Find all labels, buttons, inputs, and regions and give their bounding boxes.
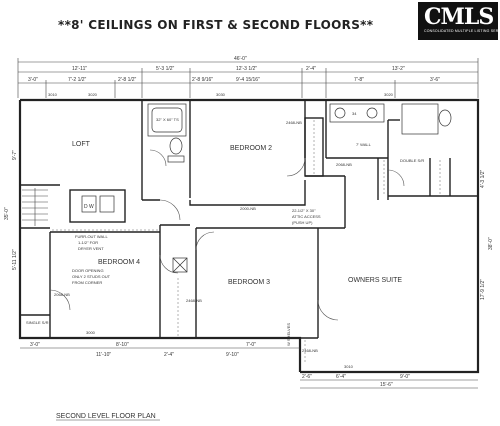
logo-subtext: CONSOLIDATED MULTIPLE LISTING SERVICE — [424, 29, 500, 33]
note-attic-1: 22-1/2" X 30" — [292, 208, 316, 213]
note-attic-3: (PUSH UP) — [292, 220, 313, 225]
cmls-logo: CMLS CONSOLIDATED MULTIPLE LISTING SERVI… — [418, 2, 500, 40]
note-furr-out-3: DRYER VENT — [78, 246, 104, 251]
interior-walls — [20, 100, 478, 365]
dim-bot-h: 6'-4" — [336, 374, 346, 380]
dim-top-c: 12'-3 1/2" — [236, 66, 257, 72]
door-tag-2468-c: 2468-NB — [302, 348, 318, 353]
dim-bot-a: 3'-0" — [30, 342, 40, 348]
note-single-sr: SINGLE S/R — [26, 320, 49, 325]
dim-bot-d: 2'-4" — [164, 352, 174, 358]
dim-bot-i: 9'-0" — [400, 374, 410, 380]
note-dryer-washer: D W — [84, 204, 94, 210]
dim-bot-f: 7'-0" — [246, 342, 256, 348]
note-door-2: ONLY 2 STUDS OUT — [72, 274, 111, 279]
dim-left-total: 35'-0" — [4, 207, 10, 220]
window-3010-a: 3010 — [48, 92, 58, 97]
dim-bot-b: 8'-10" — [116, 342, 129, 348]
door-tag-2468-a: 2468-NB — [286, 120, 302, 125]
window-3030-a: 3030 — [216, 92, 226, 97]
dim-top-a: 12'-11" — [72, 66, 87, 72]
note-furr-out-1: FURR-OUT WALL — [75, 234, 108, 239]
lav-34: 34 — [352, 111, 357, 116]
note-tub-size: 32" X 60" TS — [156, 117, 179, 122]
top-dimension-lines — [17, 58, 479, 98]
dim-sub-d: 2'-8 9/16" — [192, 77, 213, 83]
room-label-owners-suite: OWNERS SUITE — [348, 277, 402, 284]
logo-wordmark: CMLS — [424, 4, 494, 30]
closet-rods — [52, 120, 441, 362]
door-tag-2000: 2000-NB — [240, 206, 256, 211]
dim-right-a: 4'-3 1/2" — [480, 169, 486, 188]
window-3020-a: 3020 — [88, 92, 98, 97]
dim-bot-total: 15'-6" — [380, 382, 393, 388]
note-door-3: FROM CORNER — [72, 280, 102, 285]
dim-sub-f: 7'-8" — [354, 77, 364, 83]
note-door-1: DOOR OPENING — [72, 268, 104, 273]
room-label-bedroom3: BEDROOM 3 — [228, 279, 270, 286]
dim-sub-c: 2'-8 1/2" — [118, 77, 137, 83]
room-label-bedroom4: BEDROOM 4 — [98, 259, 140, 266]
dim-sub-e: 9'-4 15/16" — [236, 77, 260, 83]
dim-overall-top: 46'-0" — [234, 56, 247, 62]
door-tag-2468-b: 2468-NB — [186, 298, 202, 303]
plan-title: SECOND LEVEL FLOOR PLAN — [56, 413, 156, 420]
room-label-loft: LOFT — [72, 141, 91, 148]
dim-right-total: 38'-0" — [488, 237, 494, 250]
note-attic-2: ATTIC ACCESS — [292, 214, 321, 219]
dim-bot-e: 9'-10" — [226, 352, 239, 358]
note-furr-out-2: 1-1/2" FOR — [78, 240, 98, 245]
note-7ft-wall: 7' WALL — [356, 142, 372, 147]
door-tag-2068-b: 2068-NB — [54, 292, 70, 297]
door-swings — [49, 149, 405, 321]
window-3020-b: 3020 — [384, 92, 394, 97]
fixtures — [81, 103, 452, 273]
dim-left-b: 5'-11 1/2" — [12, 249, 18, 270]
dim-right-b: 17'-9 1/2" — [480, 279, 486, 300]
dim-left-a: 9'-7" — [12, 150, 18, 160]
dim-sub-b: 7'-2 1/2" — [68, 77, 87, 83]
room-label-bedroom2: BEDROOM 2 — [230, 145, 272, 152]
dim-top-e: 13'-2" — [392, 66, 405, 72]
window-3010-bottom: 3010 — [344, 364, 354, 369]
window-3000-bottom: 3000 — [86, 330, 96, 335]
dim-sub-a: 3'-0" — [28, 77, 38, 83]
dim-bot-g: 2'-6" — [302, 374, 312, 380]
dim-bot-c: 11'-10" — [96, 352, 111, 358]
ceiling-note-header: **8' CEILINGS ON FIRST & SECOND FLOORS** — [58, 18, 374, 32]
dim-top-d: 2'-4" — [306, 66, 316, 72]
door-tag-2068-a: 2068-NB — [336, 162, 352, 167]
dim-top-b: 5'-3 1/2" — [156, 66, 175, 72]
note-shelves: W SHELVES — [286, 323, 291, 346]
dim-sub-g: 3'-6" — [430, 77, 440, 83]
bottom-dimension-lines — [20, 347, 478, 389]
note-double-sr: DOUBLE S/R — [400, 158, 424, 163]
stair-treads — [22, 188, 48, 226]
